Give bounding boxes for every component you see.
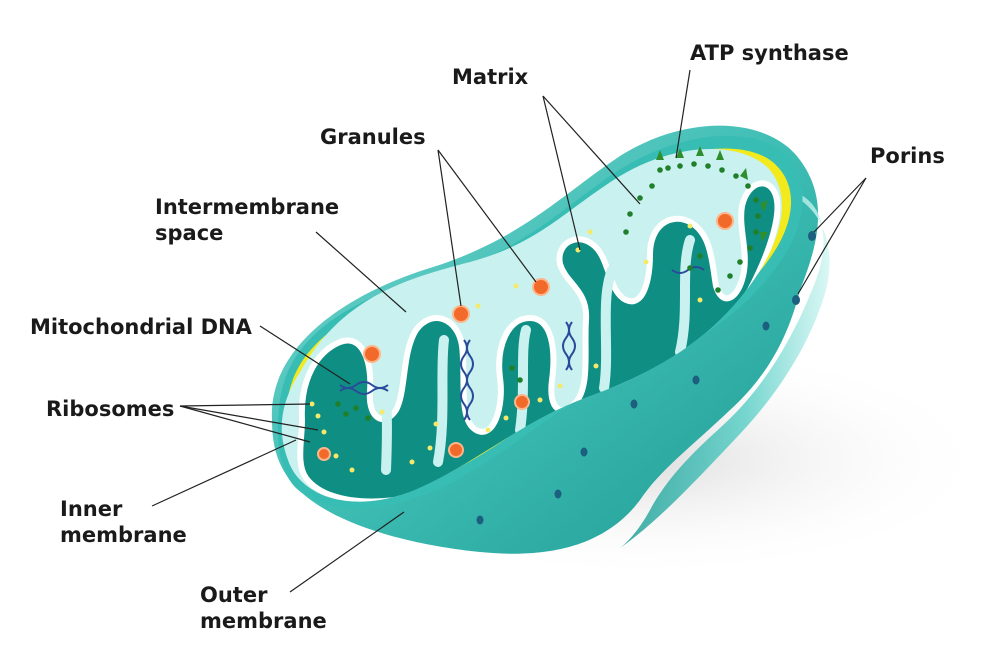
leader-dna bbox=[259, 325, 351, 385]
leader-matrix bbox=[542, 95, 581, 251]
granule bbox=[363, 345, 381, 363]
leader-ims bbox=[315, 231, 407, 313]
atp-synthase-particles bbox=[335, 161, 761, 421]
leader-ribosomes bbox=[179, 405, 319, 431]
label-outer-membrane: Outer membrane bbox=[200, 582, 327, 634]
dna-strand bbox=[671, 266, 705, 274]
ribosomes bbox=[309, 223, 703, 473]
granules bbox=[317, 212, 734, 461]
label-porins: Porins bbox=[870, 144, 945, 168]
porin bbox=[554, 489, 562, 499]
porin bbox=[692, 375, 700, 385]
label-mitochondrial-dna: Mitochondrial DNA bbox=[30, 315, 252, 339]
granule bbox=[514, 394, 530, 410]
leader-granules bbox=[437, 149, 537, 283]
mitochondrial-dna bbox=[339, 266, 705, 421]
crista-channel bbox=[433, 335, 449, 467]
porins bbox=[476, 231, 816, 525]
label-line: Intermembrane bbox=[155, 195, 340, 219]
label-inner-membrane: Inner membrane bbox=[60, 496, 187, 548]
granule bbox=[532, 278, 550, 296]
porin bbox=[808, 231, 816, 241]
crista-channel bbox=[371, 345, 392, 475]
label-line: Outer bbox=[200, 583, 268, 607]
atp-synthase-spikes bbox=[656, 146, 768, 242]
leader-porins bbox=[797, 177, 867, 295]
leader-ribosomes bbox=[179, 403, 311, 407]
porin bbox=[476, 515, 484, 525]
leader-porins bbox=[813, 177, 867, 233]
label-line: Inner bbox=[60, 497, 123, 521]
leader-atp bbox=[675, 69, 691, 159]
granule bbox=[452, 305, 470, 323]
crista-channel bbox=[599, 265, 617, 393]
label-atp-synthase: ATP synthase bbox=[690, 41, 849, 65]
granule bbox=[716, 212, 734, 230]
label-granules: Granules bbox=[320, 125, 426, 149]
leader-ribosomes bbox=[179, 405, 311, 443]
label-line: membrane bbox=[200, 609, 327, 633]
dna-strand bbox=[568, 321, 576, 371]
porin bbox=[580, 447, 588, 457]
porin bbox=[630, 399, 638, 409]
label-matrix: Matrix bbox=[452, 65, 529, 89]
crista-channel bbox=[675, 235, 695, 357]
leader-granules bbox=[437, 149, 462, 307]
label-intermembrane-space: Intermembrane space bbox=[155, 194, 339, 246]
porin bbox=[792, 295, 800, 305]
crista-channel bbox=[515, 325, 531, 435]
leader-matrix bbox=[542, 95, 641, 205]
label-line: space bbox=[155, 221, 224, 245]
porin bbox=[762, 321, 770, 331]
label-line: membrane bbox=[60, 523, 187, 547]
leader-lines bbox=[151, 69, 867, 593]
dna-strand bbox=[339, 387, 389, 395]
label-ribosomes: Ribosomes bbox=[46, 397, 175, 421]
outer-membrane-rim bbox=[620, 188, 830, 549]
granule bbox=[317, 447, 331, 461]
granule bbox=[448, 442, 464, 458]
leader-inner bbox=[151, 439, 297, 507]
dna-strand bbox=[466, 339, 474, 421]
leader-outer bbox=[289, 511, 405, 593]
